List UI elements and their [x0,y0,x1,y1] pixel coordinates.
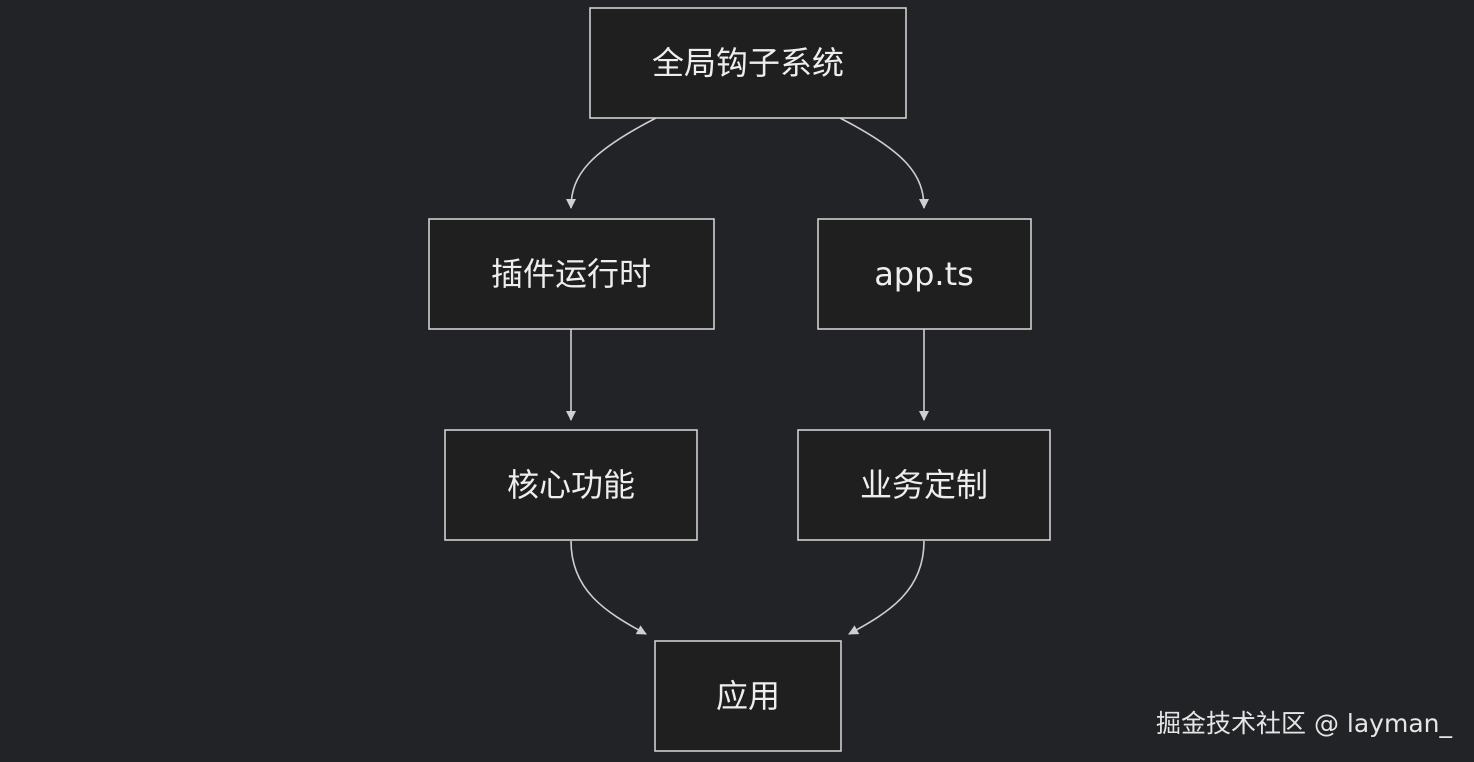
node-app-ts-label: app.ts [874,255,974,293]
node-plugin-runtime: 插件运行时 [428,218,715,330]
watermark: 掘金技术社区 @ layman_ [1156,709,1452,738]
node-app-label: 应用 [716,677,780,715]
node-core-features-label: 核心功能 [507,466,635,504]
edge-global-hooks-to-plugin-runtime [566,117,657,209]
edge-business-custom-to-app [848,540,925,635]
node-app: 应用 [654,640,842,752]
node-app-ts: app.ts [817,218,1032,330]
node-business-custom: 业务定制 [797,429,1051,541]
node-global-hooks: 全局钩子系统 [589,7,907,119]
node-business-custom-label: 业务定制 [860,466,988,504]
node-global-hooks-label: 全局钩子系统 [652,44,844,82]
node-plugin-runtime-label: 插件运行时 [491,255,651,293]
node-core-features: 核心功能 [444,429,698,541]
edge-core-features-to-app [570,540,647,635]
edge-global-hooks-to-app-ts [839,117,929,209]
